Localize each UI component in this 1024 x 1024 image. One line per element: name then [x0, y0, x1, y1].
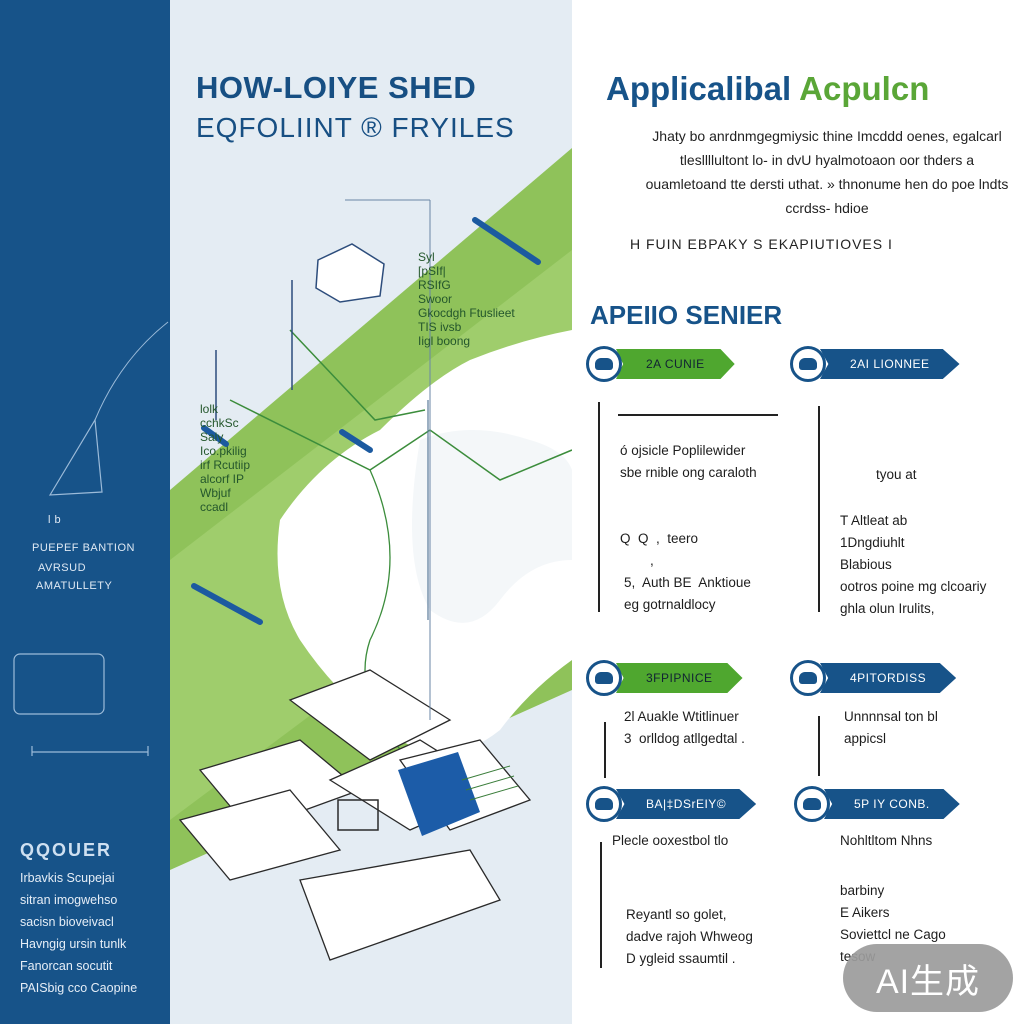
step-chip-4[interactable]: 4PITORDISS: [790, 660, 957, 696]
left-list-heading: QQOUER: [20, 840, 113, 860]
card-5-top-text: Plecle ooxestbol tlo: [612, 833, 729, 848]
card-1-mid-text: Q Q , teero ,: [620, 531, 699, 568]
step-label: 2A CUNIE: [616, 349, 735, 379]
card-rule: [598, 402, 600, 612]
panel-title-main: Applicalibal: [606, 70, 792, 107]
step-icon: [586, 660, 622, 696]
left-bottom-list: QQOUER Irbavkis Scupejai sitran imogwehs…: [20, 840, 165, 999]
info-panel: Applicalibal Acpulcn Jhaty bo anrdnmgegm…: [572, 0, 1024, 1024]
left-list-line: sitran imogwehso: [20, 893, 118, 907]
step-chip-1[interactable]: 2A CUNIE: [586, 346, 735, 382]
isometric-map-illustration: [170, 148, 572, 961]
card-3-text: 2l Auakle Wtitlinuer 3 orlldog atllgedta…: [624, 709, 745, 746]
left-list-line: PAISbig cco Caopine: [20, 981, 138, 995]
intro-paragraph: Jhaty bo anrdnmgegmiysic thine Imcddd oe…: [645, 128, 1009, 216]
step-label: 5P IY CONB.: [824, 789, 960, 819]
card-2-top-text: tyou at: [876, 467, 917, 482]
card-rule: [600, 842, 602, 968]
card-1-bottom-text: 5, Auth BE Anktioue eg gotrnaldlocy: [624, 575, 751, 612]
card-4-text: Unnnnsal ton bl appicsl: [844, 709, 938, 746]
step-label: 3FPIPNICE: [616, 663, 743, 693]
card-rule: [818, 716, 820, 776]
step-icon: [586, 346, 622, 382]
step-chip-3[interactable]: 3FPIPNICE: [586, 660, 743, 696]
card-6-top-text: Nohltltom Nhns: [840, 833, 933, 848]
left-caption-1: PUEPEF BANTION: [32, 542, 135, 554]
card-rule: [604, 722, 606, 778]
panel-title-accent: Acpulcn: [799, 70, 930, 107]
left-list-line: Irbavkis Scupejai: [20, 871, 115, 885]
ai-generated-badge: AI生成: [843, 944, 1013, 1012]
step-icon: [794, 786, 830, 822]
illustration-subtitle: EQFOLIINT ® FRYILES: [196, 112, 515, 143]
map-label-upper: Syl [pSIf| RSIfG Swoor Gkocdgh Ftuslieet…: [418, 250, 515, 348]
screen-outline-sketch: [13, 653, 149, 756]
left-caption-3: AMATULLETY: [36, 580, 113, 592]
card-rule: [818, 406, 820, 612]
left-caption-2: AVRSUD: [38, 562, 87, 574]
left-column: l b PUEPEF BANTION AVRSUD AMATULLETY QQO…: [0, 0, 170, 1024]
left-list-line: sacisn bioveivacl: [20, 915, 114, 929]
card-2-bottom-text: T Altleat ab 1Dngdiuhlt Blabious ootros …: [840, 513, 987, 616]
step-chip-5[interactable]: BA|‡DSrEIY©: [586, 786, 757, 822]
section-heading: APEIIO SENIER: [590, 300, 783, 330]
step-icon: [790, 346, 826, 382]
map-label-lower: lolk cchkSc Saly Ico.pkilig irf Rcutiip …: [200, 402, 251, 514]
panel-title: Applicalibal Acpulcn: [606, 70, 929, 108]
features-line: H FUIN EBPAKY S EKAPIUTIOVES I: [630, 236, 893, 252]
card-1-top-text: ó ojsicle Poplilewider sbe rnible ong c…: [620, 443, 757, 480]
step-icon: [586, 786, 622, 822]
illustration-title: HOW-LOIYE SHED: [196, 70, 477, 105]
left-tiny-mark: l b: [48, 514, 62, 526]
illustration-panel: HOW-LOIYE SHED EQFOLIINT ® FRYILES Syl […: [170, 0, 572, 1024]
mountain-sketch: [48, 321, 169, 496]
step-label: 2AI LIONNEE: [820, 349, 960, 379]
step-icon: [790, 660, 826, 696]
step-chip-2[interactable]: 2AI LIONNEE: [790, 346, 960, 382]
left-list-line: Fanorcan socutit: [20, 959, 113, 973]
step-chip-6[interactable]: 5P IY CONB.: [794, 786, 960, 822]
card-5-bottom-text: Reyantl so golet, dadve rajoh Whweog D y…: [626, 907, 753, 966]
left-list-line: Havngig ursin tunlk: [20, 937, 127, 951]
step-label: 4PITORDISS: [820, 663, 957, 693]
step-label: BA|‡DSrEIY©: [616, 789, 757, 819]
card-rule: [618, 414, 778, 416]
